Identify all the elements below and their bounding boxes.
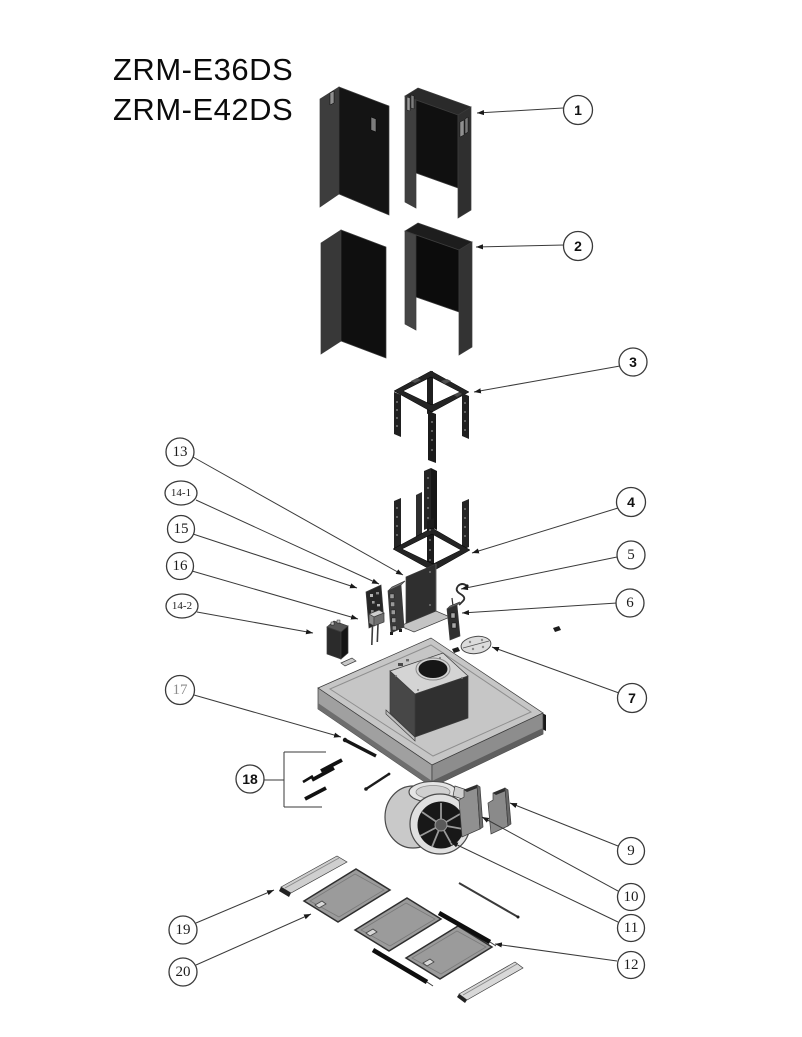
svg-text:9: 9 [627, 843, 635, 859]
control-mount-plate [399, 563, 451, 633]
screw-set-18 [302, 758, 343, 801]
svg-text:6: 6 [626, 595, 634, 611]
bracket-plate-9 [487, 787, 512, 835]
callout-5: 5 [616, 540, 646, 570]
grease-filter-1 [302, 868, 392, 923]
screw-17 [342, 737, 377, 758]
damper-disc [460, 635, 492, 655]
callout-9: 9 [616, 836, 646, 866]
callout-7: 7 [616, 682, 648, 714]
blower-housing-box [385, 652, 469, 742]
svg-text:12: 12 [624, 957, 639, 973]
model-title: ZRM-E36DS ZRM-E42DS [113, 52, 293, 127]
callout-18: 18 [235, 764, 265, 794]
svg-text:20: 20 [176, 964, 191, 980]
grease-filter-2 [353, 897, 443, 952]
callout-12: 12 [616, 950, 646, 980]
callout-19: 19 [168, 915, 198, 945]
callout-11: 11 [616, 913, 646, 943]
svg-text:7: 7 [628, 690, 636, 706]
screw-long [364, 772, 391, 791]
svg-text:2: 2 [574, 238, 582, 254]
callout-15: 15 [166, 514, 196, 544]
callout-2: 2 [562, 230, 594, 262]
svg-text:18: 18 [242, 771, 258, 787]
callout-16: 16 [165, 551, 195, 581]
callout-20: 20 [168, 957, 198, 987]
callout-1: 1 [562, 94, 594, 126]
svg-text:13: 13 [173, 444, 188, 460]
svg-text:15: 15 [174, 521, 189, 537]
micro-switch [368, 609, 385, 646]
bracket-18 [264, 751, 326, 808]
chimney-lower-right [404, 222, 473, 356]
wire-hook [455, 583, 469, 606]
callout-4: 4 [615, 486, 647, 518]
mounting-frame-lower [392, 468, 471, 572]
switch-housing [446, 597, 461, 641]
chimney-upper-right [404, 87, 472, 219]
model-number-2: ZRM-E42DS [113, 92, 293, 127]
svg-text:3: 3 [629, 354, 637, 370]
model-number-1: ZRM-E36DS [113, 52, 293, 87]
callout-17: 17 [164, 674, 196, 706]
capacitor-box [326, 619, 357, 667]
filter-rod [458, 882, 520, 919]
svg-text:11: 11 [624, 920, 638, 936]
svg-text:5: 5 [627, 547, 635, 563]
callout-14-1: 14-1 [164, 480, 198, 506]
trim-strip-bottom [457, 961, 524, 1003]
trim-strip-left [279, 855, 348, 897]
svg-text:16: 16 [173, 558, 189, 574]
callouts: 1 2 3 4 5 6 7 9 [164, 94, 648, 987]
chimney-lower-left [320, 229, 387, 359]
bracket-plate-10 [458, 784, 484, 838]
filter-rail-upper [437, 911, 497, 947]
chimney-upper-left [319, 86, 390, 216]
terminal-module [387, 580, 406, 635]
callout-6: 6 [615, 588, 645, 618]
svg-text:1: 1 [574, 102, 582, 118]
callout-13: 13 [165, 437, 195, 467]
leader-lines [191, 107, 621, 966]
svg-text:14-2: 14-2 [172, 600, 192, 612]
callout-3: 3 [618, 347, 648, 377]
grease-filter-3 [404, 925, 494, 980]
svg-text:17: 17 [173, 682, 189, 698]
svg-text:10: 10 [624, 889, 639, 905]
svg-text:4: 4 [627, 494, 635, 510]
mounting-frame-upper [393, 370, 470, 463]
svg-text:14-1: 14-1 [171, 487, 191, 499]
callout-14-2: 14-2 [165, 593, 199, 619]
blower-assembly [384, 780, 471, 855]
filter-rail-lower [371, 948, 434, 987]
svg-text:19: 19 [176, 922, 191, 938]
callout-10: 10 [616, 882, 646, 912]
